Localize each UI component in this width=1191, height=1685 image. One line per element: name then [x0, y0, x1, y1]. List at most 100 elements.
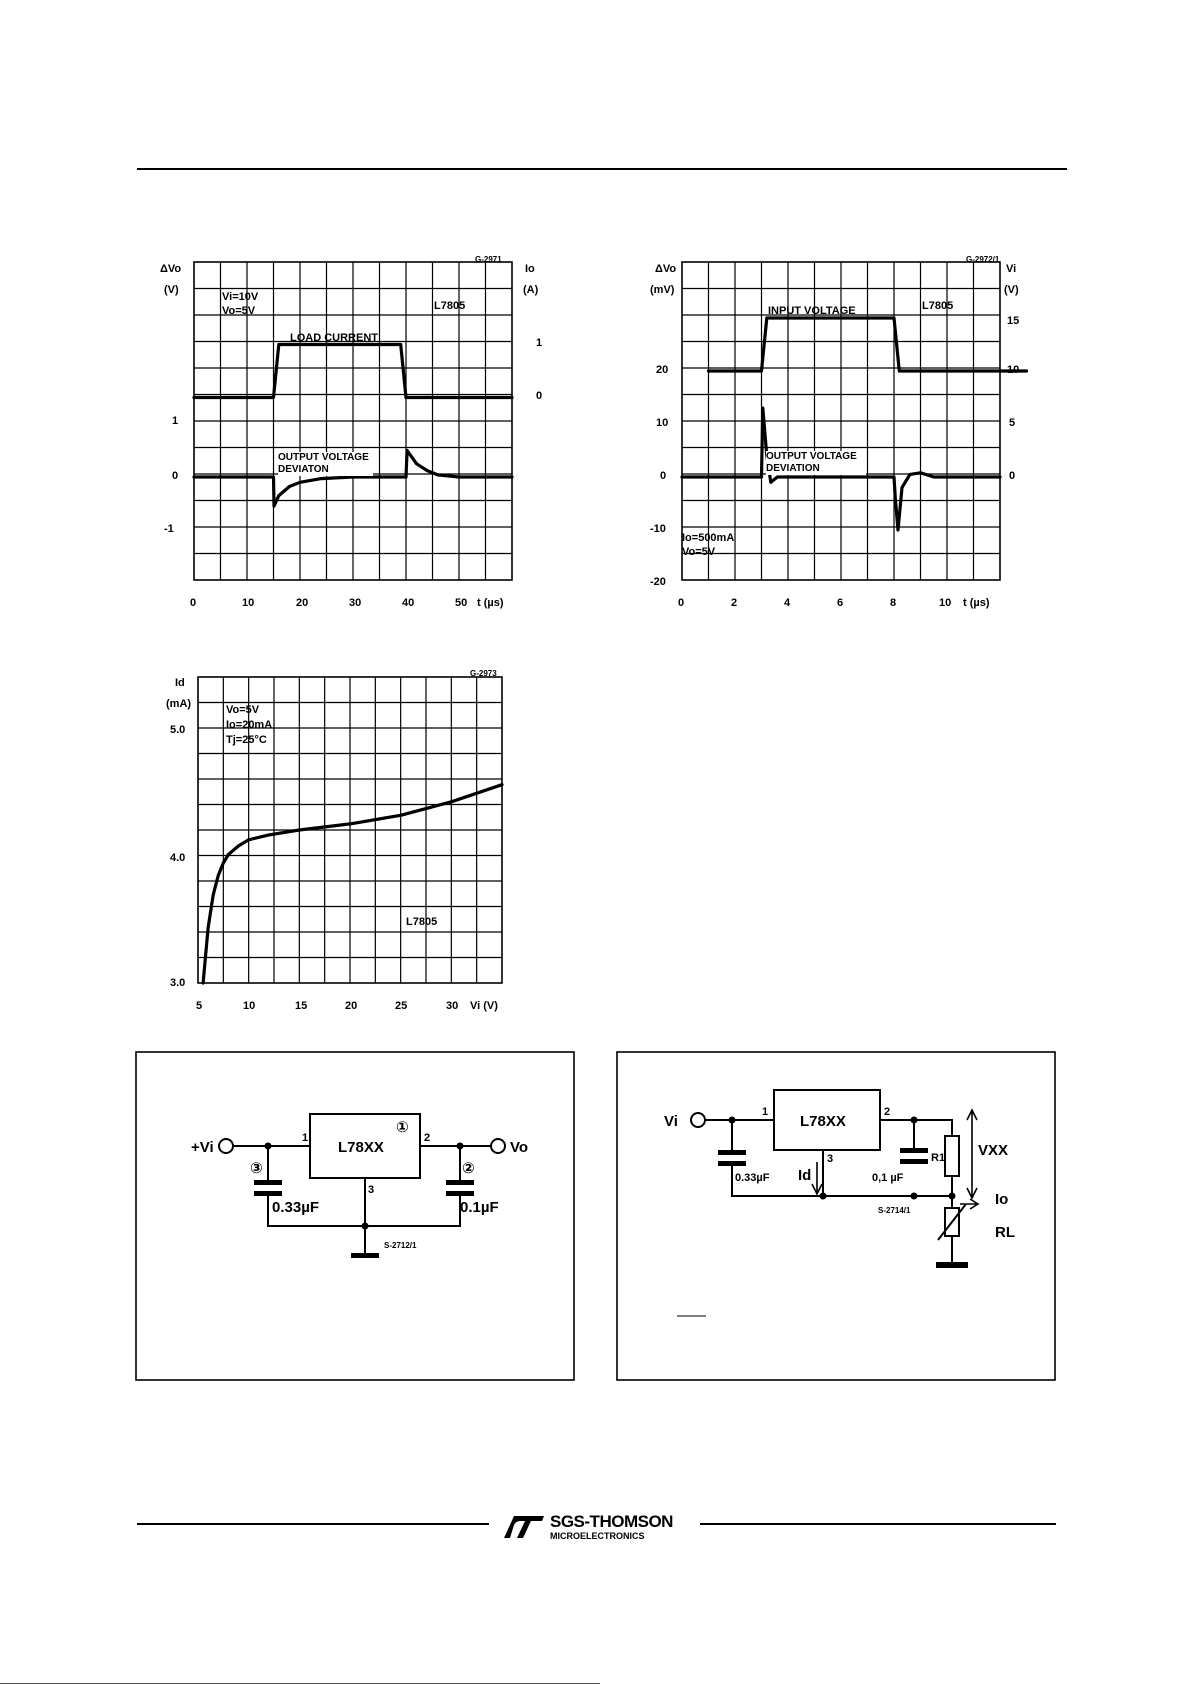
chart2-input-voltage-line: [706, 316, 1029, 373]
chart1-grid: [194, 262, 512, 580]
circuit2-vxx-label: VXX: [978, 1142, 1008, 1159]
chart2-device: L7805: [922, 300, 953, 312]
chart1-left-tick-0: 0: [172, 470, 178, 482]
circuit1-node: [361, 1222, 369, 1230]
chart3-x-tick-20: 20: [345, 1000, 357, 1012]
circuit2-node: [910, 1192, 918, 1200]
ground-icon: [936, 1262, 968, 1268]
chart2-input-voltage-label: INPUT VOLTAGE: [768, 305, 856, 317]
circuit2-pin3: 3: [827, 1153, 833, 1165]
chart2-right-tick-0: 0: [1009, 470, 1015, 482]
circuit1-cout-plate: [446, 1180, 474, 1185]
chart3-x-tick-30: 30: [446, 1000, 458, 1012]
chart3-x-tick-5: 5: [196, 1000, 202, 1012]
chart3-y-tick-4: 4.0: [170, 852, 185, 864]
chart1-x-tick-0: 0: [190, 597, 196, 609]
circuit2-node: [819, 1192, 827, 1200]
chart3-condition-tj: Tj=25°C: [226, 734, 267, 746]
circuit2-io-label: Io: [995, 1191, 1008, 1208]
circuit1-output-terminal: [490, 1138, 506, 1154]
circuit1-cin-plate: [254, 1180, 282, 1185]
chart1-frame: [193, 261, 513, 581]
chart2-x-axis-label: t (µs): [963, 597, 990, 609]
chart3-y-unit-symbol: Id: [175, 677, 185, 689]
chart3-code: G-2973: [470, 669, 497, 678]
chart3-frame: [197, 676, 503, 984]
st-logo-icon: [504, 1516, 544, 1538]
chart1-left-tick-minus1: -1: [164, 523, 174, 535]
circuit1-wires: [234, 1145, 490, 1255]
chart1-x-tick-20: 20: [296, 597, 308, 609]
chart1-condition-vi: Vi=10V: [222, 291, 259, 303]
circuit2-vin-label: Vi: [664, 1113, 678, 1130]
chart3-device: L7805: [406, 916, 437, 928]
company-division: MICROELECTRONICS: [550, 1531, 645, 1541]
chart2-grid: [682, 262, 1000, 580]
chart2-condition-io: Io=500mA: [682, 532, 734, 544]
circuit2-load-resistor: [944, 1207, 960, 1237]
chart2-right-unit: (V): [1004, 284, 1019, 296]
circuit2-cout-plate: [900, 1148, 928, 1153]
chart2-condition-vo: Vo=5V: [682, 546, 716, 558]
company-name: SGS-THOMSON: [550, 1512, 673, 1531]
chart1-output-deviation-label: OUTPUT VOLTAGE DEVIATON: [278, 452, 373, 476]
chart1-left-tick-1: 1: [172, 415, 178, 427]
footer-rule-right: [700, 1523, 1056, 1525]
chart2-left-tick-10: 10: [656, 417, 668, 429]
header-rule: [137, 168, 1067, 170]
circuit1-regulator-block: [309, 1113, 421, 1179]
chart1-left-unit: (V): [164, 284, 179, 296]
chart3-x-tick-10: 10: [243, 1000, 255, 1012]
company-logo: SGS-THOMSON MICROELECTRONICS: [498, 1510, 698, 1546]
chart3-x-axis-label: Vi (V): [470, 1000, 498, 1012]
chart1-right-unit: (A): [523, 284, 539, 296]
chart2-x-tick-0: 0: [678, 597, 684, 609]
circuit1-cin-plate: [254, 1191, 282, 1196]
footer-rule-left: [137, 1523, 489, 1525]
chart2-x-tick-2: 2: [731, 597, 737, 609]
circuit2-node: [728, 1116, 736, 1124]
circuit2-id-arrow: [811, 1162, 823, 1196]
circuit1-vout-label: Vo: [510, 1139, 528, 1156]
circuit2-r1-label: R1: [931, 1152, 945, 1164]
chart2-left-tick-0: 0: [660, 470, 666, 482]
chart1-x-tick-40: 40: [402, 597, 414, 609]
chart2-frame: [681, 261, 1001, 581]
chart1-device: L7805: [434, 300, 465, 312]
chart1-x-tick-10: 10: [242, 597, 254, 609]
circuit1-cin-value: 0.33µF: [272, 1199, 319, 1216]
circuit1-code: S-2712/1: [384, 1241, 417, 1250]
circuit2-node: [910, 1116, 918, 1124]
chart3-grid: [198, 677, 502, 983]
circuit2-pin1: 1: [762, 1106, 768, 1118]
chart2-left-unit-symbol: ΔVo: [655, 263, 676, 275]
chart1-left-unit-symbol: ΔVo: [160, 263, 181, 275]
chart2-left-tick-minus10: -10: [650, 523, 666, 535]
circuit2-regulator-block: [773, 1089, 881, 1151]
circuit2-code: S-2714/1: [878, 1206, 911, 1215]
circuit1-node: [264, 1142, 272, 1150]
circuit1-vin-label: +Vi: [191, 1139, 214, 1156]
chart2-x-tick-4: 4: [784, 597, 791, 609]
circuit2-rl-label: RL: [995, 1224, 1015, 1241]
circuit2-id-label: Id: [798, 1167, 811, 1184]
circuit1-cout-mark: ②: [462, 1160, 475, 1177]
chart2-output-deviation-text: OUTPUT VOLTAGE DEVIATION: [766, 451, 857, 474]
ground-icon: [351, 1253, 379, 1258]
chart2-left-unit: (mV): [650, 284, 675, 296]
circuit1-ic-mark: ①: [396, 1119, 409, 1136]
chart3-x-tick-25: 25: [395, 1000, 407, 1012]
chart3-x-tick-15: 15: [295, 1000, 307, 1012]
chart3-y-unit: (mA): [166, 698, 191, 710]
circuit2-ic-label: L78XX: [800, 1113, 846, 1130]
circuit2-vxx-arrow: [966, 1108, 978, 1200]
chart2-left-tick-minus20: -20: [650, 576, 666, 588]
chart3-condition-io: Io=20mA: [226, 719, 272, 731]
circuit2-wires: [706, 1119, 953, 1262]
chart1-load-current-line: [192, 342, 514, 400]
circuit2-pin2: 2: [884, 1106, 890, 1118]
chart2-right-tick-10: 10: [1007, 364, 1019, 376]
